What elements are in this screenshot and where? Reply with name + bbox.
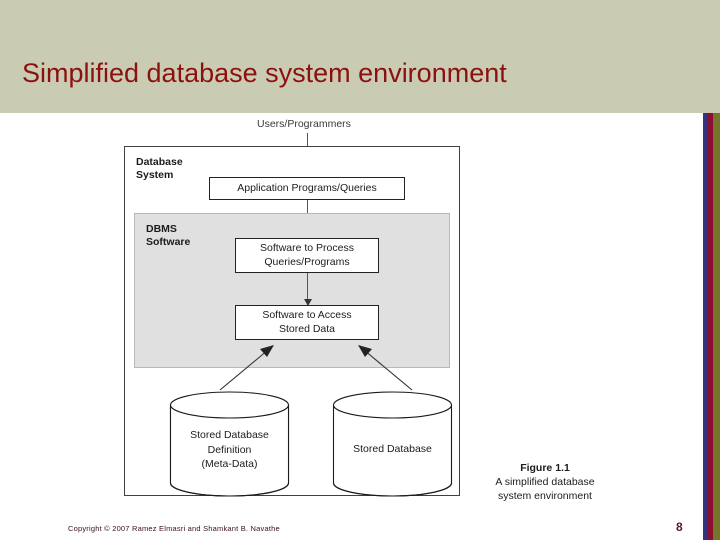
stored-database-definition-cylinder: Stored Database Definition (Meta-Data) bbox=[167, 390, 292, 498]
figure-caption: Figure 1.1 A simplified database system … bbox=[470, 461, 620, 504]
edge-stripe-blue bbox=[703, 113, 707, 540]
application-programs-box: Application Programs/Queries bbox=[209, 177, 405, 200]
software-to-process-box: Software to Process Queries/Programs bbox=[235, 238, 379, 273]
stored-database-definition-label: Stored Database Definition (Meta-Data) bbox=[190, 429, 269, 471]
users-programmers-label: Users/Programmers bbox=[257, 118, 351, 130]
database-system-label: Database System bbox=[136, 156, 183, 182]
figure-diagram: Users/Programmers Database System Applic… bbox=[0, 113, 700, 513]
title-banner: Simplified database system environment bbox=[0, 0, 720, 113]
arrow-metadata-to-access-icon bbox=[212, 340, 282, 392]
edge-stripe-red bbox=[707, 113, 713, 540]
figure-caption-text: A simplified database system environment bbox=[495, 476, 595, 503]
dbms-software-box bbox=[134, 213, 450, 368]
dbms-software-label: DBMS Software bbox=[146, 223, 191, 249]
arrow-process-to-access-icon bbox=[303, 273, 312, 306]
figure-caption-number: Figure 1.1 bbox=[520, 462, 570, 474]
page-number: 8 bbox=[676, 520, 683, 534]
copyright-notice: Copyright © 2007 Ramez Elmasri and Shamk… bbox=[68, 524, 280, 533]
arrow-stored-database-to-access-icon bbox=[350, 340, 420, 392]
stored-database-cylinder: Stored Database bbox=[330, 390, 455, 498]
software-to-access-box: Software to Access Stored Data bbox=[235, 305, 379, 340]
edge-stripe-olive bbox=[713, 113, 720, 540]
page-title: Simplified database system environment bbox=[22, 58, 507, 88]
stored-database-label: Stored Database bbox=[353, 443, 432, 455]
